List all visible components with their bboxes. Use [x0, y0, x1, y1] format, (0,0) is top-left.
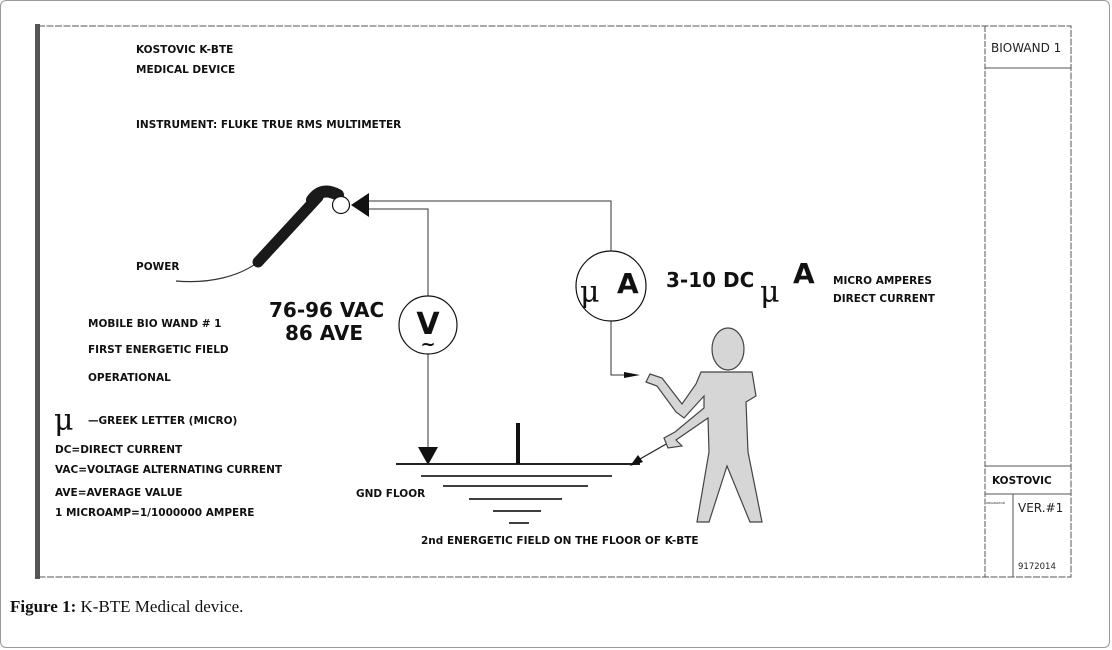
wire-ammeter-to-hand: [610, 321, 631, 376]
probe-hand: [624, 372, 640, 378]
title-block: [984, 26, 1071, 577]
kbte-diagram: BIOWAND 1 KOSTOVIC ORIGINATOR VER.#1 917…: [35, 24, 1072, 579]
current-desc-line1: MICRO AMPERES: [833, 275, 932, 287]
current-reading-unit: A: [793, 257, 815, 290]
title-block-number: 9172014: [1018, 562, 1056, 572]
probe-floor: [630, 455, 643, 466]
caption-label: Figure 1:: [10, 597, 77, 616]
voltmeter-ac-mark: ~: [420, 334, 435, 355]
legend-greek: —GREEK LETTER (MICRO): [88, 415, 237, 427]
power-label: POWER: [136, 261, 179, 273]
legend-vac: VAC=VOLTAGE ALTERNATING CURRENT: [55, 464, 283, 476]
voltmeter-symbol: V: [416, 307, 440, 342]
bio-wand-tip: [306, 185, 344, 206]
wire-top-inner: [369, 208, 429, 296]
legend-microamp: 1 MICROAMP=1/1000000 AMPERE: [55, 507, 254, 519]
operational-label: OPERATIONAL: [88, 372, 171, 384]
current-desc-line2: DIRECT CURRENT: [833, 293, 936, 305]
bio-wand-body: [252, 191, 324, 268]
legend-ave: AVE=AVERAGE VALUE: [55, 487, 182, 499]
title-block-version: VER.#1: [1018, 501, 1063, 515]
power-cable: [175, 261, 259, 283]
voltmeter: [398, 295, 458, 355]
title-block-name: BIOWAND 1: [991, 41, 1061, 55]
drawing-left-bar: [35, 24, 40, 579]
title-block-author: KOSTOVIC: [992, 475, 1052, 487]
ammeter-micro-symbol: μ: [580, 275, 600, 310]
bio-wand-electrode: [331, 195, 351, 215]
ammeter: [575, 250, 647, 322]
instrument-label: INSTRUMENT: FLUKE TRUE RMS MULTIMETER: [136, 119, 401, 131]
legend-dc: DC=DIRECT CURRENT: [55, 444, 183, 456]
ammeter-a-symbol: A: [617, 267, 639, 300]
wand-label: MOBILE BIO WAND # 1: [88, 318, 221, 330]
second-field-label: 2nd ENERGETIC FIELD ON THE FLOOR OF K-BT…: [421, 535, 699, 547]
title-block-small-label: ORIGINATOR: [986, 501, 1005, 505]
caption-text: K-BTE Medical device.: [76, 597, 244, 616]
floor-post: [516, 423, 520, 464]
first-field-label: FIRST ENERGETIC FIELD: [88, 344, 229, 356]
current-reading-prefix: 3-10 DC: [666, 268, 754, 292]
ground-arrow: [418, 447, 438, 465]
figure-caption: Figure 1: K-BTE Medical device.: [10, 597, 243, 617]
voltage-reading-line1: 76-96 VAC: [269, 298, 384, 322]
ground-label: GND FLOOR: [356, 488, 425, 500]
current-reading-micro: μ: [760, 275, 780, 310]
legend-micro-symbol: μ: [54, 403, 74, 438]
device-name-line2: MEDICAL DEVICE: [136, 64, 235, 76]
device-name-line1: KOSTOVIC K-BTE: [136, 44, 233, 56]
wire-top: [369, 200, 612, 251]
wand-connector-arrow: [351, 193, 369, 217]
voltage-reading-line2: 86 AVE: [285, 321, 363, 345]
human-figure: [645, 327, 763, 523]
